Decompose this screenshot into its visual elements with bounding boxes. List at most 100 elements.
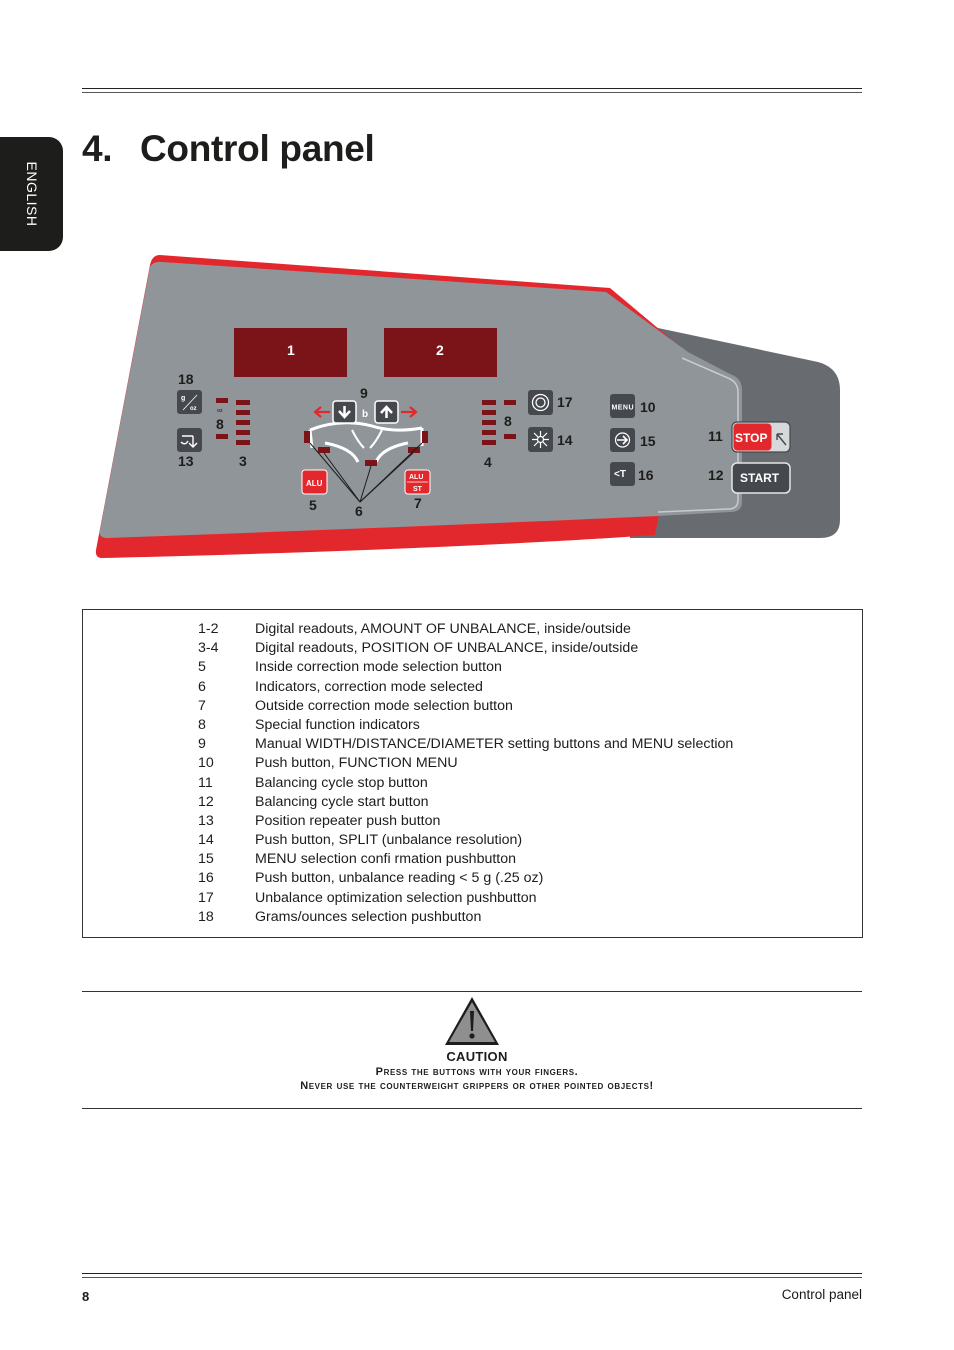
special-indicator-left-1 (216, 398, 228, 403)
less-than-t-button: <T (610, 462, 635, 486)
caution-top-rule (82, 991, 862, 992)
legend-text: Manual WIDTH/DISTANCE/DIAMETER setting b… (255, 736, 734, 753)
legend-text: Digital readouts, AMOUNT OF UNBALANCE, i… (255, 621, 631, 637)
legend-row: 6 Indicators, correction mode selected (198, 678, 733, 697)
grams-glyph: g (181, 395, 185, 402)
led-column-outside-position (482, 400, 496, 445)
alu-st-label-bottom: ST (413, 486, 423, 493)
correction-indicator-5 (422, 431, 428, 443)
legend-text: Outside correction mode selection button (255, 697, 513, 714)
menu-confirm-button (610, 428, 635, 452)
legend-number: 8 (198, 716, 206, 733)
callout-6: 6 (355, 503, 363, 519)
alu-st-outside-button: ALU ST (404, 469, 431, 495)
arrow-right-icon (401, 406, 418, 418)
legend-text: Push button, unbalance reading < 5 g (.2… (255, 870, 544, 887)
display-inside-label: 1 (287, 342, 295, 358)
caution-title: CAUTION (446, 1049, 508, 1064)
callout-14: 14 (557, 432, 573, 448)
callout-4: 4 (484, 454, 492, 470)
legend-row: 7 Outside correction mode selection butto… (198, 697, 733, 716)
legend-text: Inside correction mode selection button (255, 659, 502, 676)
wheel-pointer-icon (180, 435, 198, 448)
control-panel-illustration: 1 2 g oz oz (90, 250, 850, 565)
legend-number: 18 (198, 908, 214, 925)
callout-18: 18 (178, 371, 194, 387)
section-number: 4. (82, 128, 113, 169)
start-label: START (740, 471, 780, 485)
display-outside-label: 2 (436, 342, 444, 358)
correction-indicator-3 (365, 460, 377, 466)
legend-row: 13 Position repeater push button (198, 812, 733, 831)
page-title: 4.Control panel (82, 128, 375, 170)
callout-3: 3 (239, 453, 247, 469)
legend-text: Balancing cycle start button (255, 793, 429, 810)
wheel-diagram (304, 406, 428, 466)
legend-row: 11 Balancing cycle stop button (198, 774, 733, 793)
legend-text: Indicators, correction mode selected (255, 678, 483, 695)
callout-15: 15 (640, 433, 656, 449)
language-tab-label: ENGLISH (23, 161, 40, 227)
callout-13: 13 (178, 453, 194, 469)
correction-indicator-1 (304, 431, 310, 443)
warning-triangle-icon (445, 997, 499, 1045)
b-label: b (362, 409, 368, 420)
led-column-inside-position (236, 400, 250, 445)
caution-line-2: Never use the counterweight grippers or … (300, 1080, 654, 1092)
led-oz-mark: oz (217, 408, 223, 414)
legend-text: Grams/ounces selection pushbutton (255, 908, 482, 925)
arrow-left-icon (313, 406, 330, 418)
legend-number: 11 (198, 774, 213, 791)
callout-12: 12 (708, 467, 724, 483)
special-indicator-left-2 (216, 434, 228, 439)
callout-5: 5 (309, 497, 317, 513)
legend-number: 17 (198, 889, 214, 906)
legend-number: 6 (198, 678, 206, 695)
callout-11: 11 (708, 428, 723, 444)
legend-text: Digital readouts, POSITION OF UNBALANCE,… (255, 640, 639, 657)
legend-text: Position repeater push button (255, 812, 441, 829)
legend-row: 10 Push button, FUNCTION MENU (198, 754, 733, 773)
legend-text: Balancing cycle stop button (255, 774, 428, 791)
header-rule (82, 88, 862, 89)
legend-row: 17 Unbalance optimization selection pushb… (198, 889, 733, 908)
legend-row: 18 Grams/ounces selection pushbutton (198, 908, 733, 927)
optimization-button (528, 390, 553, 415)
setting-up-button (374, 400, 399, 424)
alu-st-label-top: ALU (409, 474, 423, 481)
header-rule-thin (82, 91, 862, 93)
footer-rule (82, 1273, 862, 1274)
special-indicator-right-1 (504, 400, 516, 405)
menu-button: MENU (610, 394, 635, 418)
legend-number: 3-4 (198, 640, 219, 657)
alu-label: ALU (306, 479, 323, 488)
display-outside-amount (384, 328, 497, 377)
start-button: START (731, 462, 791, 494)
callout-16: 16 (638, 467, 654, 483)
footer-section-label: Control panel (781, 1287, 862, 1302)
legend-row: 3-4 Digital readouts, POSITION OF UNBALAN… (198, 639, 733, 658)
menu-label: MENU (612, 405, 634, 412)
less-than-t-label: <T (614, 469, 626, 480)
alu-inside-button: ALU (301, 469, 328, 495)
callout-8-left: 8 (216, 416, 224, 432)
legend-number: 13 (198, 812, 214, 829)
legend-text: Push button, FUNCTION MENU (255, 755, 458, 772)
special-indicator-right-2 (504, 434, 516, 439)
setting-down-button (332, 400, 357, 424)
language-tab: ENGLISH (0, 137, 63, 251)
legend-number: 7 (198, 697, 206, 714)
callout-8-right: 8 (504, 413, 512, 429)
stop-arrow-icon (776, 433, 787, 446)
legend-text: Unbalance optimization selection pushbut… (255, 889, 537, 906)
legend-text: MENU selection confi rmation pushbutton (255, 851, 517, 868)
legend-number: 14 (198, 832, 214, 849)
legend-number: 10 (198, 755, 214, 772)
